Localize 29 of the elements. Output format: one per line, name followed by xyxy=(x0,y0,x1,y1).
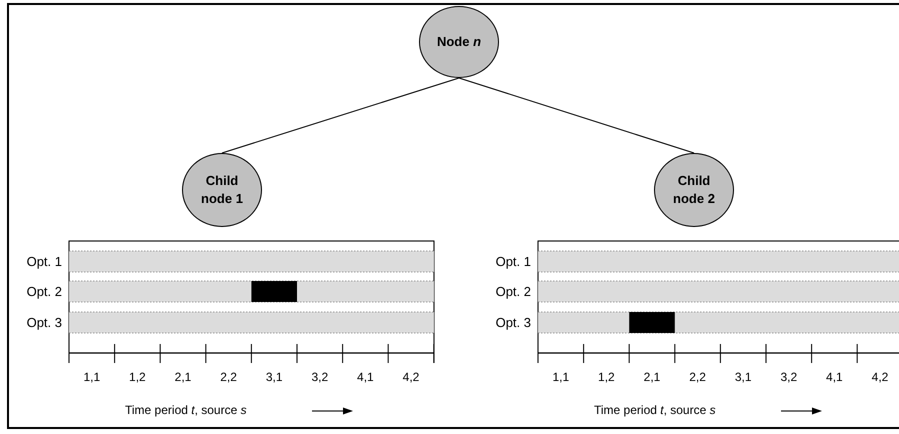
tick-label: 4,2 xyxy=(402,371,420,383)
row-label: Opt. 1 xyxy=(496,255,531,268)
row-label: Opt. 2 xyxy=(496,285,531,298)
axis-title: Time period t, source s xyxy=(125,404,247,416)
tick-label: 4,1 xyxy=(356,371,375,383)
tick-label: 1,1 xyxy=(551,371,570,383)
tick-label: 4,2 xyxy=(870,371,890,383)
tree-node-ellipse: Node n xyxy=(419,6,499,78)
row-label: Opt. 1 xyxy=(26,255,62,268)
tree-node-ellipse: Child node 2 xyxy=(654,153,734,227)
row-label: Opt. 2 xyxy=(26,285,62,298)
tick-label: 2,1 xyxy=(642,371,662,383)
tick-label: 3,2 xyxy=(779,371,798,383)
tick-label: 2,1 xyxy=(174,371,192,383)
tick-label: 2,2 xyxy=(219,371,238,383)
axis-title: Time period t, source s xyxy=(594,404,716,416)
tick-label: 3,1 xyxy=(264,371,284,383)
row-label: Opt. 3 xyxy=(26,316,62,329)
tick-label: 3,2 xyxy=(310,371,330,383)
tick-label: 1,2 xyxy=(597,371,616,383)
tick-label: 1,1 xyxy=(82,371,102,383)
tick-label: 4,1 xyxy=(825,371,844,383)
connector-line xyxy=(458,78,694,154)
tick-label: 2,2 xyxy=(688,371,707,383)
row-label: Opt. 3 xyxy=(496,316,531,329)
connector-line xyxy=(222,78,460,154)
tree-node-ellipse: Child node 1 xyxy=(182,153,262,227)
tick-label: 1,2 xyxy=(128,371,147,383)
tick-label: 3,1 xyxy=(734,371,753,383)
